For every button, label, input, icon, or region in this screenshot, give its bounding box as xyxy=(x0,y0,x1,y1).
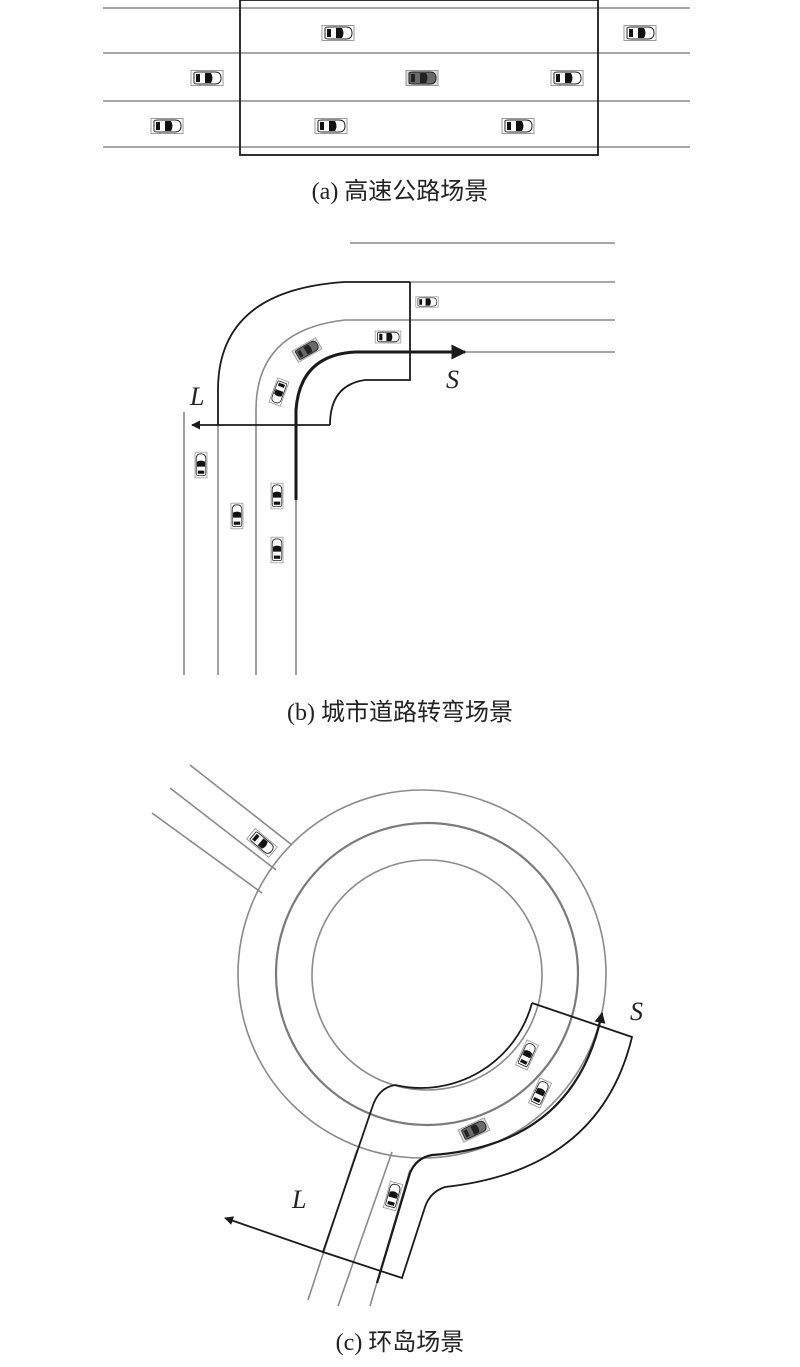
perception-region xyxy=(321,1002,634,1280)
longitudinal-axis-arrow xyxy=(224,1216,324,1253)
panel-roundabout: S L (c) 环岛场景 xyxy=(151,764,643,1356)
car xyxy=(270,536,284,564)
car xyxy=(246,828,278,858)
car xyxy=(321,25,355,41)
car xyxy=(230,502,244,530)
car xyxy=(623,25,657,41)
caption-c: (c) 环岛场景 xyxy=(336,1329,465,1356)
car xyxy=(550,70,584,86)
panel-urban-turn: L S (b) 城市道路转弯场景 xyxy=(183,242,615,726)
panel-highway: (a) 高速公路场景 xyxy=(103,0,690,205)
label-s: S xyxy=(630,997,643,1026)
label-s: S xyxy=(446,365,459,394)
car xyxy=(194,451,208,479)
caption-a: (a) 高速公路场景 xyxy=(312,178,489,205)
ego-path-arrow xyxy=(375,1011,606,1284)
caption-b: (b) 城市道路转弯场景 xyxy=(287,699,513,726)
ego-car xyxy=(405,70,439,86)
perception-region xyxy=(239,0,599,156)
car xyxy=(415,296,439,308)
car xyxy=(501,118,535,134)
car xyxy=(150,118,184,134)
ego-path-arrow xyxy=(294,344,467,500)
car xyxy=(314,118,348,134)
car xyxy=(374,330,402,344)
label-l: L xyxy=(291,1185,306,1214)
label-l: L xyxy=(189,382,204,411)
ego-car xyxy=(291,337,323,363)
car xyxy=(270,482,284,510)
perception-region xyxy=(217,281,410,425)
lane-lines xyxy=(103,7,690,148)
car xyxy=(268,377,290,407)
car xyxy=(190,70,224,86)
